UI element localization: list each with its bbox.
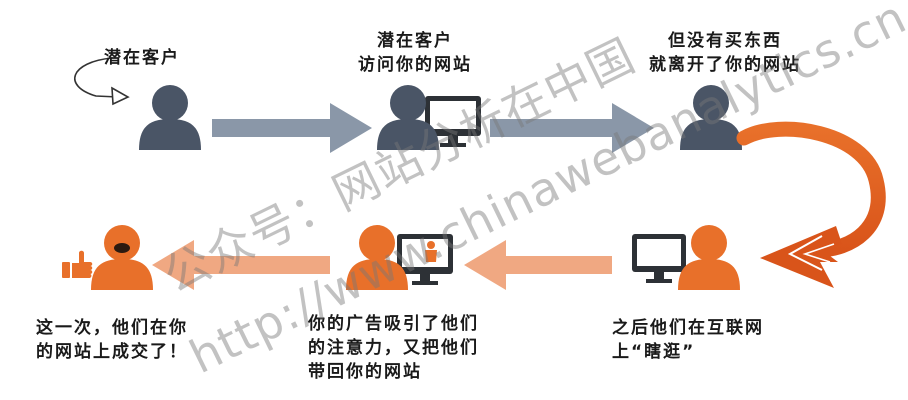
- visitor-2-icon: [377, 85, 481, 150]
- visitor-5-icon: [346, 225, 453, 290]
- arrow-1-icon: [212, 103, 372, 153]
- step-1-label: 潜在客户: [104, 48, 180, 68]
- arrow-4-icon: [152, 240, 330, 290]
- visitor-6-icon: [91, 225, 153, 290]
- visitor-3-icon: [680, 85, 742, 150]
- arrow-2-icon: [490, 103, 654, 153]
- arrow-3-icon: [464, 240, 612, 290]
- thumbs-up-icon: [62, 250, 93, 278]
- step-5-label: 你的广告吸引了他们 的注意力，又把他们 带回你的网站: [308, 314, 479, 382]
- step-6-label: 这一次，他们在你 的网站上成交了！: [36, 318, 188, 362]
- step-2-label: 潜在客户 访问你的网站: [358, 31, 472, 75]
- step-4-label: 之后他们在互联网 上“瞎逛”: [612, 318, 764, 362]
- curl-arrow-icon: [74, 57, 130, 106]
- step-3-label: 但没有买东西 就离开了你的网站: [649, 31, 801, 75]
- curved-arrow-icon: [736, 121, 886, 288]
- visitor-1-icon: [139, 85, 201, 150]
- visitor-4-icon: [632, 225, 740, 290]
